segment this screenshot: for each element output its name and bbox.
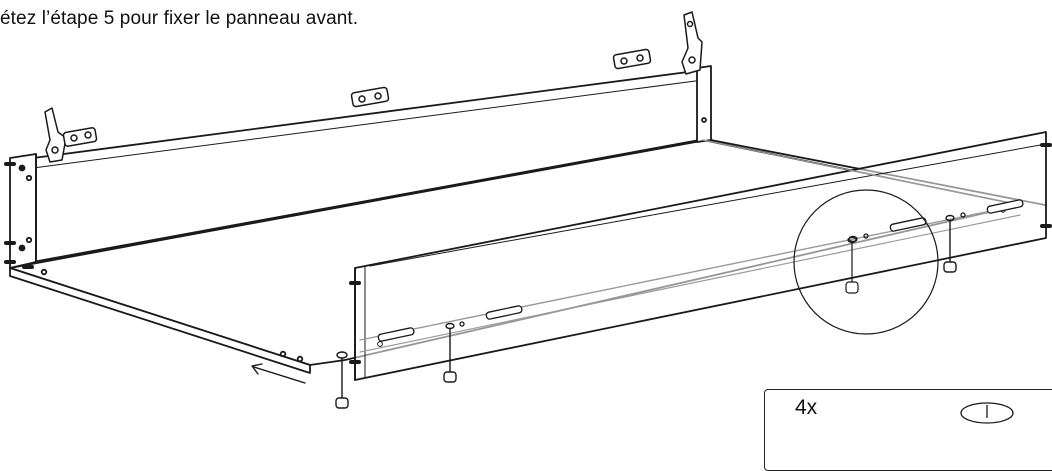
detail-circle <box>793 189 939 335</box>
parts-quantity: 4x <box>795 396 818 419</box>
hinge-right-2 <box>681 11 703 75</box>
instruction-text: étez l’étape 5 pour fixer le panneau ava… <box>0 8 359 29</box>
hardware-callout: 4x <box>764 389 1052 471</box>
cam-locks-front <box>335 214 957 409</box>
dowels-front <box>377 199 1024 342</box>
hinge-right-1 <box>612 48 652 70</box>
hinge-left <box>44 107 98 163</box>
hinge-center <box>350 86 390 108</box>
dowel-pins-left <box>4 162 34 269</box>
arrow-left-icon <box>251 363 306 384</box>
assembly-diagram <box>4 11 1052 409</box>
left-side-panel <box>9 153 37 269</box>
front-panel <box>349 131 1052 381</box>
cam-lock-icon <box>960 402 1014 424</box>
